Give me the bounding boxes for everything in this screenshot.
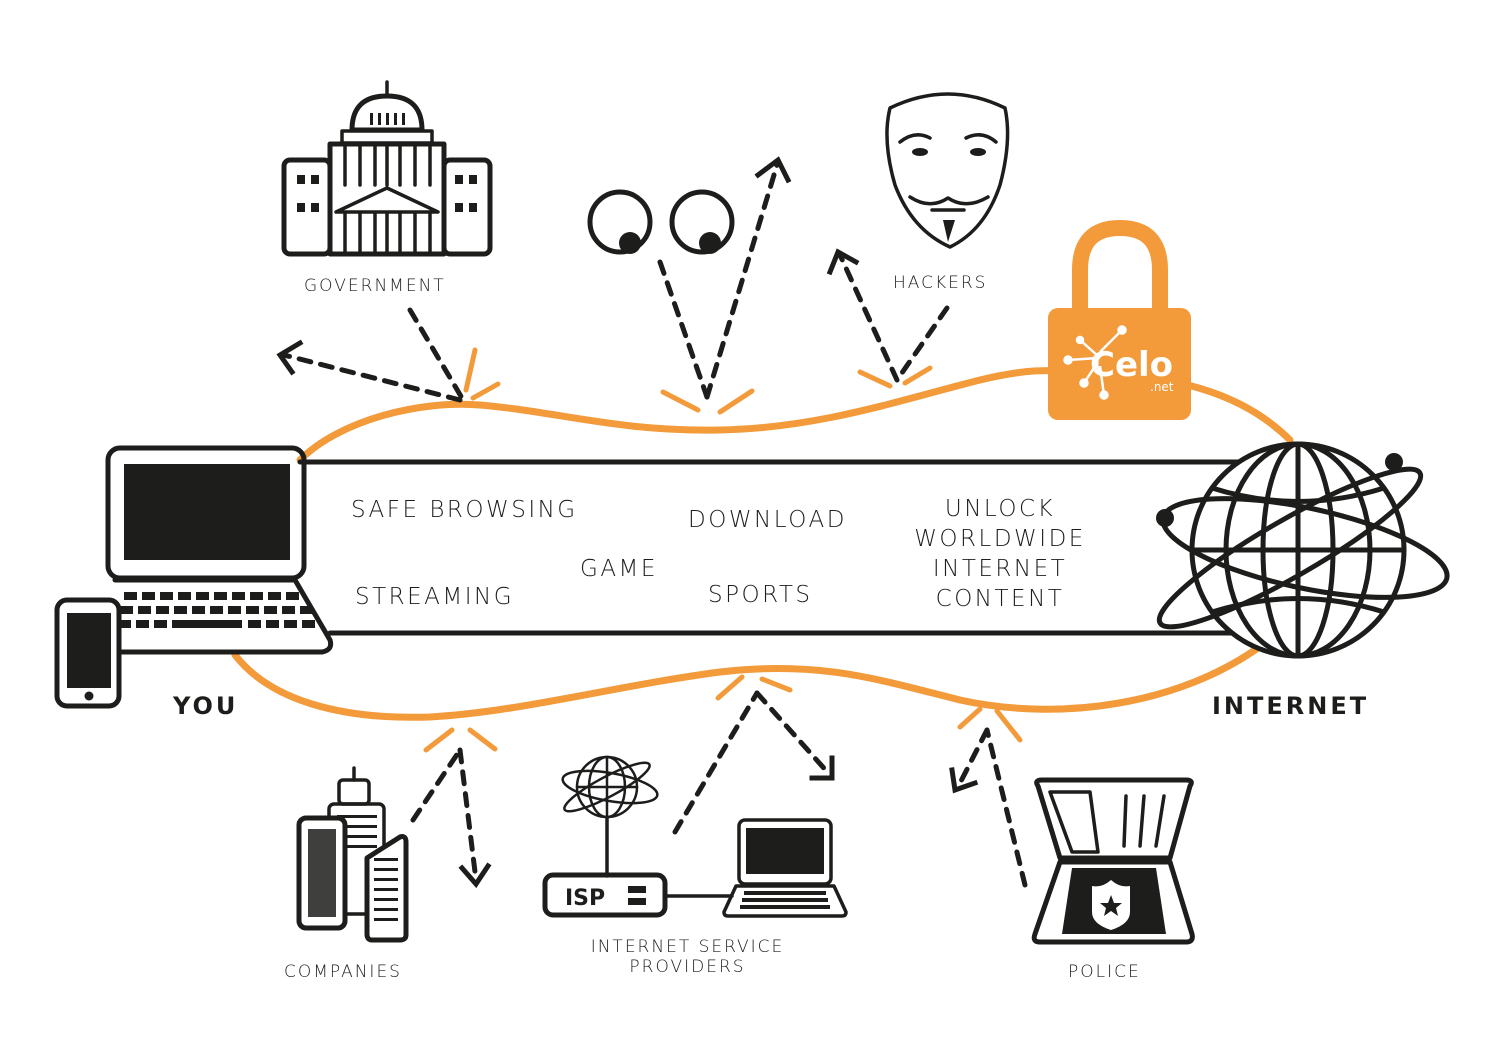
- secure-tunnel: [297, 459, 1243, 636]
- police-laptop-icon: [1031, 777, 1195, 945]
- laptop-icon: [92, 445, 334, 655]
- deflection-arrows: [276, 156, 1028, 889]
- tunnel-item-streaming: STREAMING: [355, 584, 515, 610]
- isp-router-icon: ISP: [542, 755, 848, 918]
- impact-sparks: [423, 347, 1023, 753]
- tunnel-unlock-block: UNLOCK WORLDWIDE INTERNET CONTENT: [910, 494, 1090, 614]
- vpn-shield-outline: [231, 366, 1294, 721]
- lock-brand-suffix: .net: [1150, 380, 1174, 394]
- label-isp-line2: PROVIDERS: [629, 957, 746, 977]
- isp-badge-text: ISP: [565, 886, 605, 911]
- tunnel-item-safe-browsing: SAFE BROWSING: [351, 497, 578, 523]
- label-isp: INTERNET SERVICE PROVIDERS: [560, 937, 815, 977]
- tunnel-item-game: GAME: [580, 556, 658, 582]
- label-isp-line1: INTERNET SERVICE: [590, 937, 785, 957]
- padlock-icon: Celo .net: [1048, 219, 1191, 420]
- capitol-building-icon: [281, 80, 493, 257]
- label-government: GOVERNMENT: [304, 276, 446, 296]
- watching-eyes-icon: [587, 189, 735, 255]
- office-buildings-icon: [296, 766, 409, 943]
- label-hackers: HACKERS: [893, 273, 988, 293]
- globe-orbit-icon: [1156, 441, 1450, 659]
- label-police: POLICE: [1068, 962, 1141, 982]
- tunnel-item-sports: SPORTS: [708, 582, 813, 608]
- unlock-line-4: CONTENT: [935, 586, 1065, 612]
- unlock-line-1: UNLOCK: [944, 496, 1056, 522]
- label-companies: COMPANIES: [284, 962, 402, 982]
- label-internet: INTERNET: [1212, 692, 1370, 720]
- tunnel-item-download: DOWNLOAD: [688, 507, 847, 533]
- lock-brand: Celo: [1090, 345, 1173, 385]
- unlock-line-3: INTERNET: [932, 556, 1068, 582]
- guy-fawkes-mask-icon: [885, 92, 1010, 249]
- unlock-line-2: WORLDWIDE: [914, 526, 1086, 552]
- smartphone-icon: [54, 597, 122, 709]
- label-you: YOU: [173, 692, 239, 720]
